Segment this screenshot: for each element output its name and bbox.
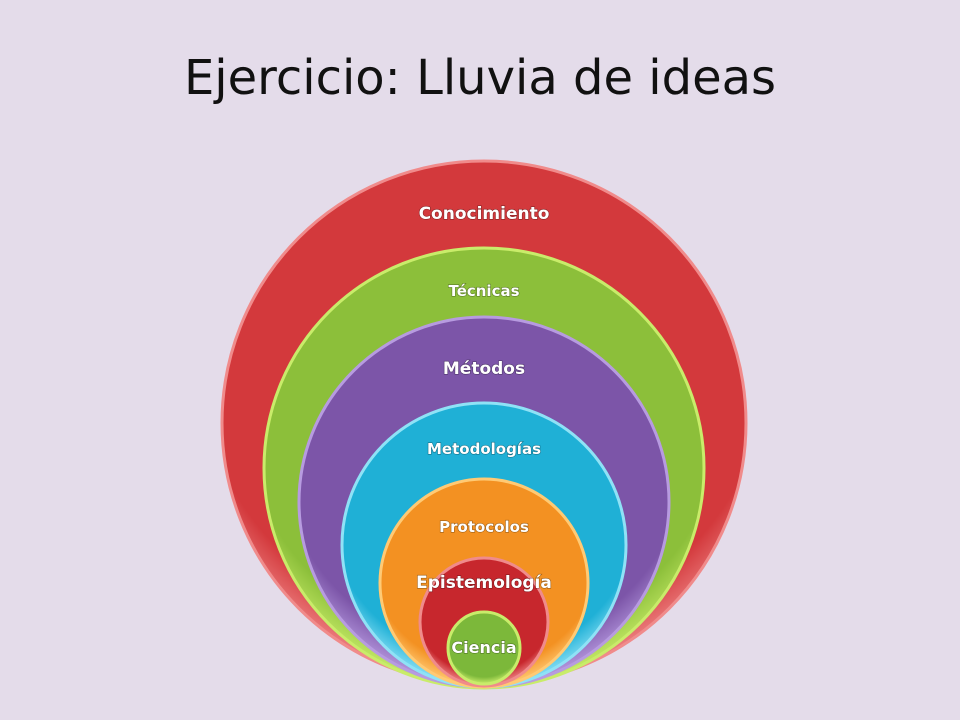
ring-label-2: Técnicas (448, 282, 519, 300)
ring-label-3: Métodos (443, 359, 525, 379)
ring-label-4: Metodologías (427, 440, 541, 458)
ring-7 (446, 610, 522, 686)
ring-label-5: Protocolos (439, 518, 529, 536)
slide-title: Ejercicio: Lluvia de ideas (183, 50, 777, 106)
ring-label-1: Conocimiento (419, 204, 550, 224)
ring-label-6: Epistemología (416, 573, 552, 593)
ring-label-7: Ciencia (451, 638, 516, 657)
